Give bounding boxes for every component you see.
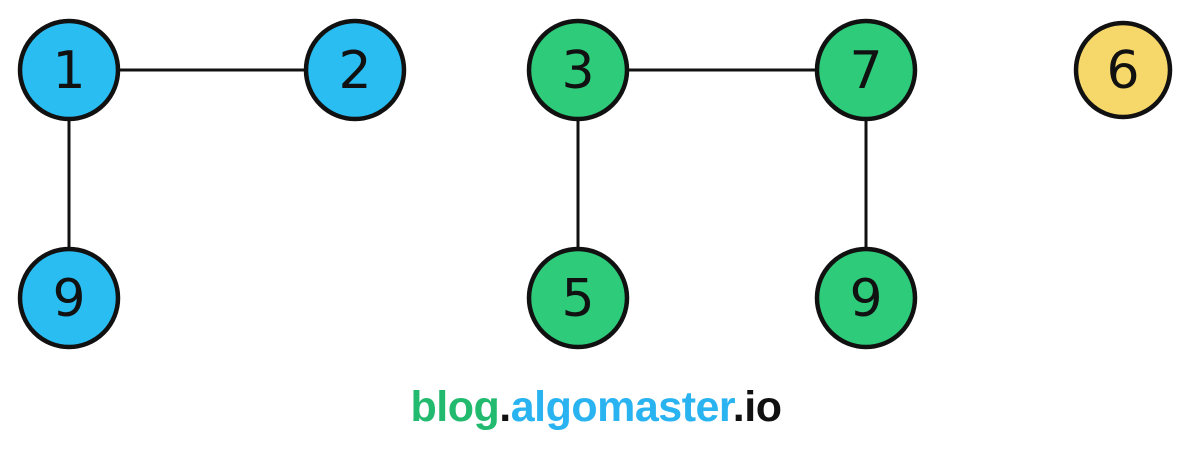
node-circle xyxy=(1073,20,1173,120)
node-label: 9 xyxy=(849,269,882,329)
node-circle xyxy=(526,246,630,350)
node-label: 6 xyxy=(1106,41,1139,101)
node-circle xyxy=(17,246,121,350)
node-label: 9 xyxy=(52,269,85,329)
footer-wordmark: blog.algomaster.io xyxy=(0,383,1192,431)
footer-segment-1: . xyxy=(499,383,511,431)
footer-segment-2: algomaster xyxy=(510,383,734,431)
graph-node-1: 1 xyxy=(17,18,121,122)
node-label: 5 xyxy=(561,269,594,329)
graph-node-6: 6 xyxy=(1073,20,1173,120)
footer-segment-3: .io xyxy=(732,383,782,431)
graph-node-9: 9 xyxy=(814,246,918,350)
node-label: 3 xyxy=(561,41,594,101)
node-circle xyxy=(814,18,918,122)
node-label: 7 xyxy=(849,41,882,101)
graph-node-2: 2 xyxy=(303,18,407,122)
graph-node-7: 7 xyxy=(814,18,918,122)
node-circle xyxy=(303,18,407,122)
node-label: 2 xyxy=(338,41,371,101)
node-label: 1 xyxy=(52,41,85,101)
graph-node-9: 9 xyxy=(17,246,121,350)
node-circle xyxy=(526,18,630,122)
node-circle xyxy=(814,246,918,350)
footer-segment-0: blog xyxy=(410,383,500,431)
node-circle xyxy=(17,18,121,122)
graph-node-3: 3 xyxy=(526,18,630,122)
graph-node-5: 5 xyxy=(526,246,630,350)
